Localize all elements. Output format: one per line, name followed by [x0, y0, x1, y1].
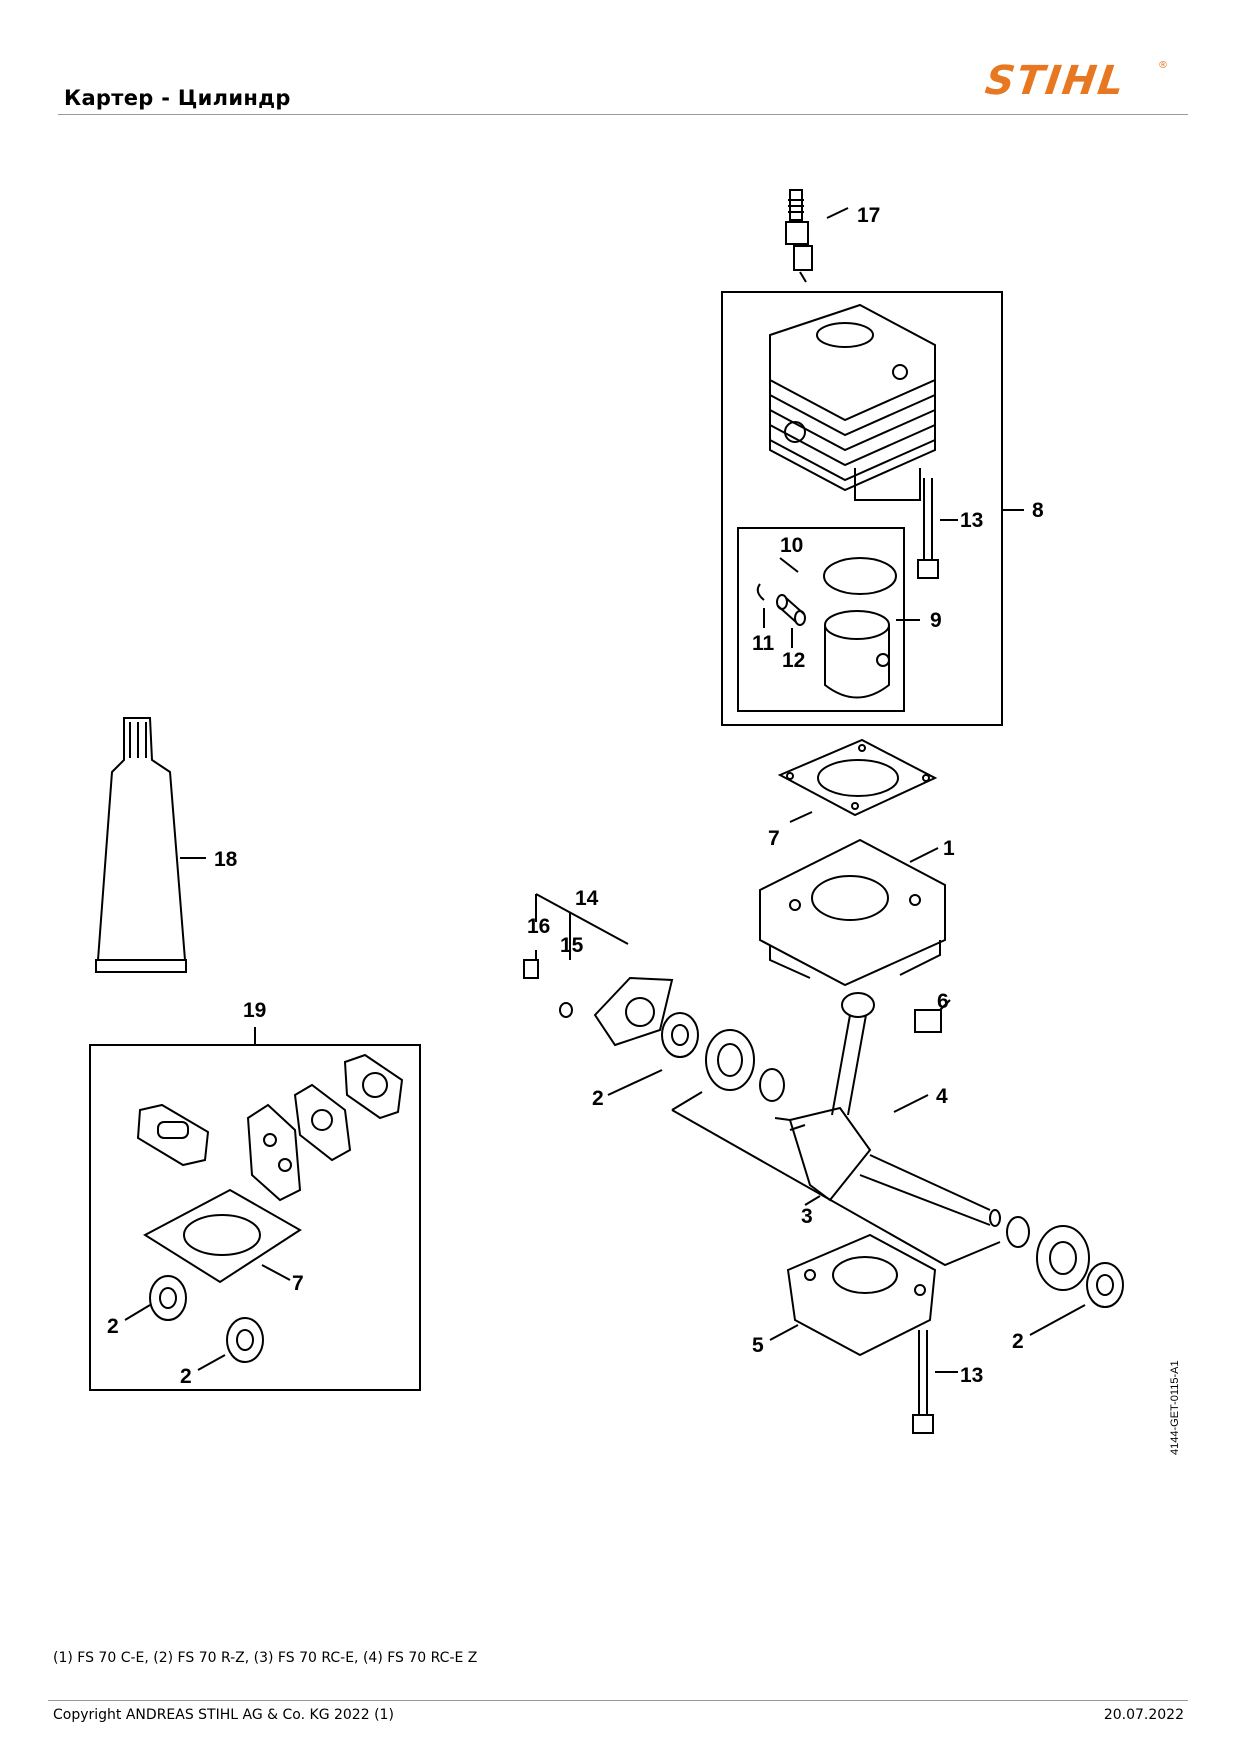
callout-9: 9: [930, 609, 942, 632]
copyright-text: Copyright ANDREAS STIHL AG & Co. KG 2022…: [53, 1707, 394, 1723]
piston-icon: [824, 610, 890, 699]
leader-line: [939, 999, 951, 1011]
leader-line: [1029, 1304, 1086, 1336]
callout-15: 15: [560, 934, 584, 957]
callout-2: 2: [107, 1315, 119, 1338]
model-variants-note: (1) FS 70 C-E, (2) FS 70 R-Z, (3) FS 70 …: [53, 1650, 478, 1666]
reference-code: 4144-GET-0115-A1: [1169, 1360, 1181, 1455]
callout-4: 4: [936, 1085, 948, 1108]
leader-line: [261, 1264, 291, 1281]
cylinder-gasket-icon: [777, 738, 938, 817]
leader-line: [826, 207, 849, 219]
cylinder-icon: [769, 303, 936, 501]
footer-divider: [48, 1700, 1188, 1701]
gasket-set-box: [89, 1044, 421, 1391]
leader-line: [804, 1195, 821, 1206]
leader-line: [909, 847, 939, 863]
page-title: Картер - Цилиндр: [64, 86, 291, 110]
callout-17: 17: [857, 204, 880, 227]
leader-line: [893, 1094, 929, 1113]
crankcase-icon: [759, 838, 946, 987]
document-date: 20.07.2022: [1103, 1707, 1184, 1723]
callout-2: 2: [592, 1087, 604, 1110]
callout-7: 7: [292, 1272, 304, 1295]
piston-pin-icon: [776, 594, 806, 626]
callout-13: 13: [960, 1364, 983, 1387]
callout-5: 5: [752, 1334, 764, 1357]
ball-bearing-icon: [705, 1029, 755, 1091]
leader-line: [535, 893, 629, 970]
carburetor-gasket-icon: [246, 1103, 302, 1202]
pump-cover-icon: [593, 976, 674, 1047]
muffler-gasket-icon: [136, 1103, 210, 1167]
callout-14: 14: [575, 887, 599, 910]
callout-8: 8: [1032, 499, 1044, 522]
circlip-icon: [756, 583, 765, 601]
oil-seal-icon: [661, 1012, 699, 1058]
stihl-logo: STIHL ®: [980, 50, 1180, 112]
ring-icon: [1006, 1216, 1030, 1248]
cylinder-bolt-icon: [917, 478, 939, 579]
callout-6: 6: [937, 990, 949, 1013]
leader-line: [197, 1354, 226, 1371]
spark-plug-icon: [785, 189, 813, 283]
needle-bearing-icon: [914, 1009, 942, 1033]
callout-2: 2: [180, 1365, 192, 1388]
intake-gasket-icon: [293, 1083, 352, 1162]
callout-2: 2: [1012, 1330, 1024, 1353]
callout-1: 1: [943, 837, 955, 860]
callout-13: 13: [960, 509, 983, 532]
svg-text:STIHL: STIHL: [982, 58, 1128, 104]
oil-seal-icon: [226, 1317, 264, 1363]
callout-3: 3: [801, 1205, 813, 1228]
cylinder-kit-box: [721, 291, 1003, 726]
callout-12: 12: [782, 649, 805, 672]
leader-line: [671, 1109, 1001, 1267]
svg-text:®: ®: [1158, 60, 1168, 71]
piston-ring-icon: [823, 557, 897, 595]
connecting-rod-icon: [831, 992, 875, 1116]
grease-tube-icon: [95, 717, 187, 973]
callout-10: 10: [780, 534, 803, 557]
ball-bearing-icon: [1036, 1225, 1090, 1291]
valve-icon: [523, 959, 539, 979]
crankcase-half-icon: [786, 1233, 937, 1357]
header-divider: [58, 114, 1188, 115]
leader-line: [763, 608, 793, 648]
callout-19: 19: [243, 999, 266, 1022]
base-gasket-icon: [143, 1188, 302, 1284]
callout-11: 11: [752, 632, 775, 655]
flange-gasket-icon: [343, 1053, 404, 1120]
crankcase-bolt-icon: [912, 1330, 934, 1434]
callout-7: 7: [768, 827, 780, 850]
leader-line: [124, 1304, 151, 1321]
leader-line: [789, 811, 813, 823]
crankshaft-icon: [774, 1106, 1001, 1227]
leader-line: [769, 1324, 799, 1341]
leader-line: [779, 557, 799, 573]
piston-kit-box: [737, 527, 905, 712]
leader-line: [607, 1069, 663, 1096]
oil-seal-icon: [1086, 1262, 1124, 1308]
leader-line: [671, 1091, 703, 1111]
callout-18: 18: [214, 848, 238, 871]
o-ring-icon: [559, 1002, 573, 1018]
ring-icon: [759, 1068, 785, 1102]
callout-16: 16: [527, 915, 550, 938]
oil-seal-icon: [149, 1275, 187, 1321]
